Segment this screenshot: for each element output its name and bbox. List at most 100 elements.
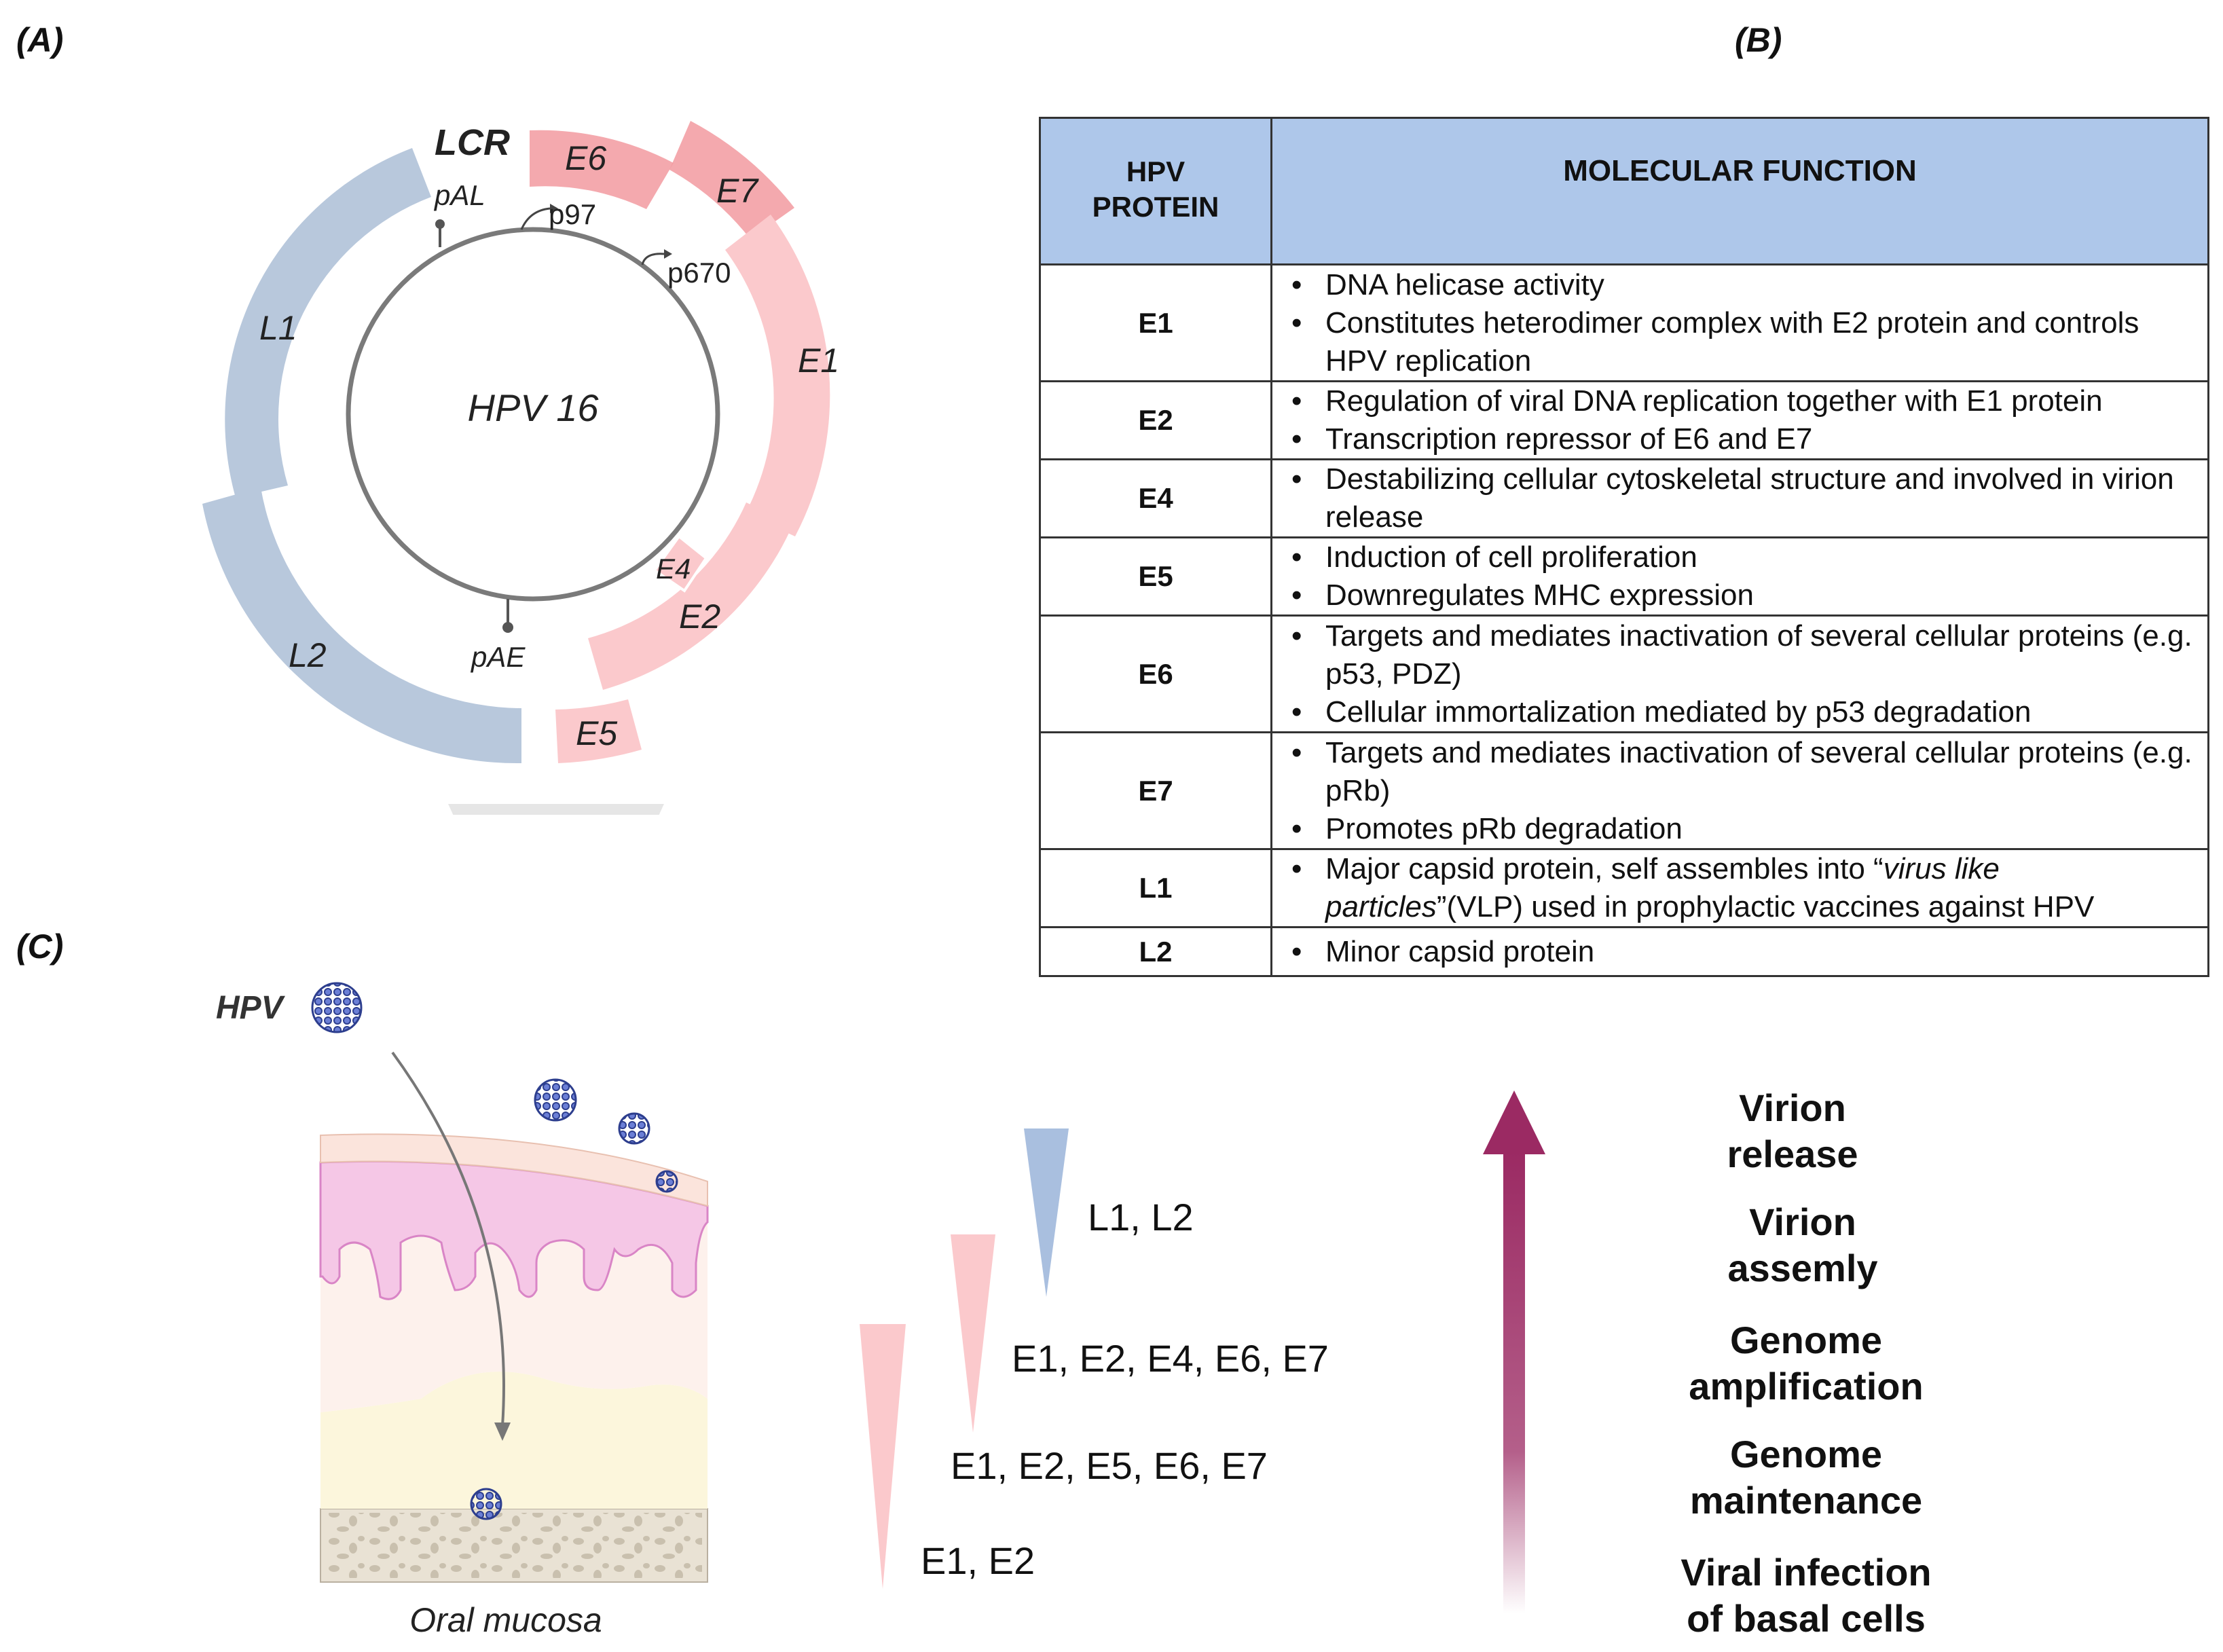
function-item: Regulation of viral DNA replication toge… (1286, 382, 2194, 420)
gene-e4-label: E4 (656, 553, 691, 585)
function-item: Cellular immortalization mediated by p53… (1286, 693, 2194, 731)
panel-label-a: (A) (16, 21, 64, 59)
hpv-label: HPV (216, 990, 286, 1026)
stage-virion-release: Virion release (1727, 1086, 1858, 1175)
pae-promoter-dot (502, 622, 513, 633)
gene-l2-arc (202, 488, 521, 764)
oral-mucosa-illustration: HPV Oral mucosa (216, 982, 709, 1639)
progression-arrowhead (1483, 1090, 1545, 1154)
function-cell: DNA helicase activity Constitutes hetero… (1270, 263, 2209, 382)
protein-function-table: HPV PROTEIN MOLECULAR FUNCTION E1 DNA he… (1039, 117, 2209, 977)
expression-label: E1, E2 (921, 1539, 1035, 1582)
panel-label-c: (C) (16, 928, 64, 966)
oral-mucosa-label: Oral mucosa (409, 1601, 602, 1639)
table-row: E4 Destabilizing cellular cytoskeletal s… (1039, 458, 2209, 538)
header-protein-text: HPV PROTEIN (1092, 155, 1219, 223)
gene-e1-arc (725, 215, 830, 536)
stage-genome-amplification: Genome amplification (1689, 1319, 1924, 1408)
vlp-term: virus like particles (1325, 852, 2000, 923)
virus-icon (534, 1078, 577, 1122)
progression-arrow (1483, 1090, 1545, 1613)
virus-icon (470, 1488, 502, 1520)
pal-label: pAL (433, 179, 485, 211)
function-item: Transcription repressor of E6 and E7 (1286, 420, 2194, 458)
panel-label-b: (B) (1735, 21, 1782, 59)
function-cell: Regulation of viral DNA replication toge… (1270, 380, 2209, 460)
l1-function-part: Major capsid protein, self assembles int… (1325, 852, 1884, 885)
lamina-propria (320, 1372, 708, 1509)
p670-arrowhead (664, 249, 672, 259)
table-row: L2 Minor capsid protein (1039, 926, 2209, 977)
table-row: E2 Regulation of viral DNA replication t… (1039, 380, 2209, 460)
protein-cell: E4 (1039, 458, 1272, 538)
protein-cell: E5 (1039, 536, 1272, 617)
basal-cells (326, 1513, 702, 1578)
function-cell: Targets and mediates inactivation of sev… (1270, 731, 2209, 850)
gene-e1-label: E1 (798, 342, 839, 380)
p670-arrow (641, 253, 665, 265)
function-item: Downregulates MHC expression (1286, 576, 2194, 614)
genome-ring (346, 227, 720, 602)
expression-label: E1, E2, E4, E6, E7 (1012, 1337, 1329, 1380)
table-row: E6 Targets and mediates inactivation of … (1039, 614, 2209, 733)
virus-icon (618, 1112, 650, 1145)
p670-label: p670 (667, 257, 731, 289)
function-item: Constitutes heterodimer complex with E2 … (1286, 304, 2194, 380)
stage-virion-assembly: Virion assemly (1727, 1200, 1878, 1289)
gene-e7-arc (669, 121, 794, 239)
function-cell: Induction of cell proliferation Downregu… (1270, 536, 2209, 617)
gene-e6-label: E6 (565, 139, 606, 177)
genome-center-label: HPV 16 (468, 386, 600, 429)
gene-e6-arc (530, 130, 674, 209)
gene-e7-label: E7 (716, 172, 759, 210)
gene-e2-label: E2 (679, 598, 720, 636)
wedge-l1-l2 (1024, 1128, 1069, 1297)
virus-icon (655, 1170, 678, 1193)
p97-label: p97 (549, 198, 596, 230)
protein-cell: E2 (1039, 380, 1272, 460)
protein-cell: E6 (1039, 614, 1272, 733)
stage-basal-infection: Viral infection of basal cells (1680, 1551, 1932, 1640)
function-cell: Destabilizing cellular cytoskeletal stru… (1270, 458, 2209, 538)
progression-arrow-shaft (1503, 1152, 1525, 1613)
p97-arrowhead (550, 204, 558, 213)
protein-cell: L2 (1039, 926, 1272, 977)
lcr-label: LCR (435, 122, 510, 163)
virus-icon (311, 982, 363, 1033)
wedge-e1-e2-e4-e6-e7 (951, 1234, 995, 1433)
function-item: Targets and mediates inactivation of sev… (1286, 734, 2194, 810)
header-function: MOLECULAR FUNCTION (1270, 117, 2209, 265)
p97-arrow (520, 207, 551, 230)
protein-cell: E1 (1039, 263, 1272, 382)
table-row: E1 DNA helicase activity Constitutes het… (1039, 263, 2209, 382)
function-item: Destabilizing cellular cytoskeletal stru… (1286, 460, 2194, 536)
protein-cell: L1 (1039, 848, 1272, 928)
expression-wedges (860, 1128, 1069, 1589)
gene-e5-arc (555, 699, 642, 763)
papillae-layer (319, 1160, 709, 1300)
expression-label: L1, L2 (1088, 1196, 1194, 1238)
function-item: DNA helicase activity (1286, 266, 2194, 304)
wedge-e1-e2-e5-e6-e7 (860, 1324, 906, 1589)
gene-e4-arc (653, 534, 708, 593)
protein-cell: E7 (1039, 731, 1272, 850)
function-item: Major capsid protein, self assembles int… (1286, 850, 2194, 926)
function-cell: Minor capsid protein (1270, 926, 2209, 977)
infection-arrowhead (494, 1422, 511, 1441)
zoom-triangle (448, 804, 664, 815)
pae-label: pAE (470, 641, 526, 673)
surface-layer (320, 1133, 708, 1207)
table-row: E5 Induction of cell proliferation Downr… (1039, 536, 2209, 617)
expression-label: E1, E2, E5, E6, E7 (951, 1444, 1268, 1487)
function-cell: Major capsid protein, self assembles int… (1270, 848, 2209, 928)
infection-path-arrow (391, 1051, 505, 1427)
header-protein: HPV PROTEIN (1039, 117, 1272, 265)
gene-l2-label: L2 (289, 636, 327, 674)
function-item: Minor capsid protein (1286, 933, 2194, 971)
gene-e5-label: E5 (576, 714, 617, 752)
table-row: L1 Major capsid protein, self assembles … (1039, 848, 2209, 928)
function-cell: Targets and mediates inactivation of sev… (1270, 614, 2209, 733)
gene-l1-arc (225, 148, 431, 498)
stage-genome-maintenance: Genome maintenance (1689, 1433, 1923, 1522)
table-row: E7 Targets and mediates inactivation of … (1039, 731, 2209, 850)
